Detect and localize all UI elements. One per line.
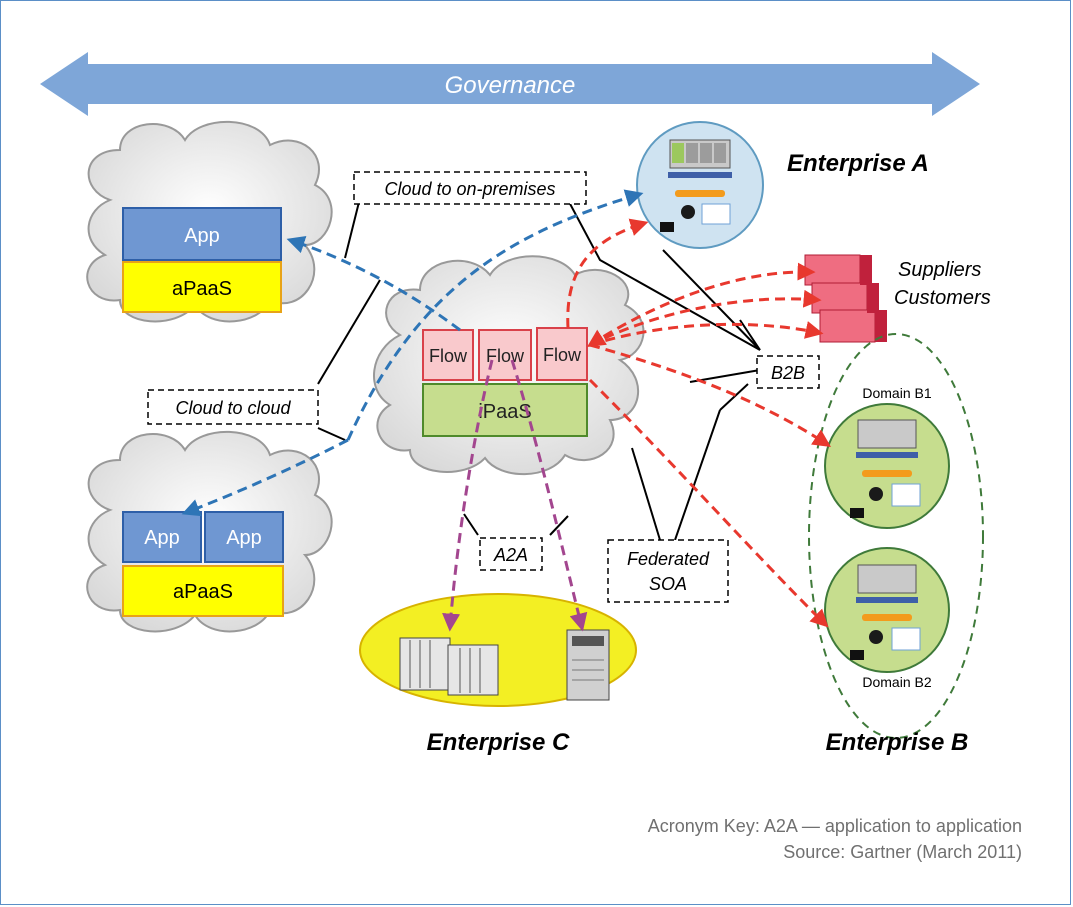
connector-soa-2 bbox=[674, 409, 721, 541]
arrow-flow-to-suppliers bbox=[586, 262, 816, 347]
purple-dashed-arrows bbox=[442, 359, 588, 632]
ipaas-stack: Flow Flow Flow iPaaS bbox=[422, 327, 588, 437]
enterprise-a-label: Enterprise A bbox=[787, 150, 929, 177]
app-left-label: App bbox=[144, 527, 180, 549]
arrow-flow-to-domain-b2 bbox=[588, 378, 829, 628]
flow-3-label: Flow bbox=[543, 345, 582, 365]
connector-soa-1 bbox=[631, 447, 661, 541]
ipaas-label: iPaaS bbox=[478, 401, 531, 423]
arrow-flow-to-mainframe bbox=[442, 359, 494, 632]
enterprise-b-ring bbox=[808, 333, 984, 739]
cloud-to-cloud-label: Cloud to cloud bbox=[175, 398, 291, 418]
gear-icon bbox=[869, 487, 883, 501]
arrow-flow-to-server-stack bbox=[589, 321, 824, 347]
arrow-to-app-bottom bbox=[181, 438, 349, 517]
mainframe-icon bbox=[399, 637, 499, 696]
federated-soa-line1: Federated bbox=[627, 549, 710, 569]
connector-cloud-down bbox=[317, 427, 346, 441]
governance-label: Governance bbox=[445, 72, 576, 99]
suppliers-label: Suppliers bbox=[898, 259, 981, 281]
arrow-flow-to-app-top bbox=[286, 236, 461, 332]
app-right-label: App bbox=[226, 527, 262, 549]
service-bus-icon bbox=[675, 190, 725, 197]
connector-onprem-left bbox=[344, 197, 361, 259]
a2a-label: A2A bbox=[493, 545, 528, 565]
gear-icon bbox=[869, 630, 883, 644]
flow-box-1 bbox=[422, 329, 474, 381]
enterprise-a-node: Enterprise A bbox=[636, 121, 929, 249]
arrow-flow-to-enterprise-a bbox=[566, 218, 649, 329]
app-box bbox=[122, 207, 282, 261]
device-icon bbox=[660, 222, 674, 232]
arrow-flow-to-domain-b1 bbox=[589, 343, 832, 447]
app-box-right bbox=[204, 511, 284, 563]
arrow-flow-to-server-tower bbox=[510, 359, 588, 632]
domain-b1-label: Domain B1 bbox=[862, 385, 931, 401]
domain-b2-label: Domain B2 bbox=[862, 674, 931, 690]
flow-1-label: Flow bbox=[429, 346, 468, 366]
label-cloud-to-cloud: Cloud to cloud bbox=[147, 389, 319, 425]
red-dashed-arrows bbox=[566, 218, 832, 628]
customers-label: Customers bbox=[894, 287, 991, 309]
b2b-label: B2B bbox=[771, 363, 805, 383]
server-rack-icon bbox=[857, 419, 917, 449]
label-b2b: B2B bbox=[756, 355, 820, 389]
label-cloud-to-onprem: Cloud to on-premises bbox=[353, 171, 587, 205]
apaas-label: aPaaS bbox=[172, 278, 232, 300]
flow-box-2 bbox=[478, 329, 532, 381]
document-icon bbox=[701, 203, 731, 225]
connector-cloud-up bbox=[317, 279, 381, 385]
flow-box-3 bbox=[536, 327, 588, 381]
flow-2-label: Flow bbox=[486, 346, 525, 366]
enterprise-c-label: Enterprise C bbox=[427, 729, 570, 756]
suppliers-customers-node: Suppliers Customers bbox=[804, 254, 991, 343]
app-box-left bbox=[122, 511, 202, 563]
document-icon bbox=[891, 627, 921, 651]
source-credit: Source: Gartner (March 2011) bbox=[783, 842, 1022, 862]
connector-a2a-left bbox=[463, 513, 479, 536]
connector-a2a-right bbox=[549, 515, 569, 536]
governance-arrow: Governance bbox=[40, 52, 980, 116]
server-stack-icon bbox=[804, 254, 887, 343]
apaas-box bbox=[122, 261, 282, 313]
document-icon bbox=[891, 483, 921, 507]
server-rack-icon bbox=[857, 564, 917, 594]
app-label: App bbox=[184, 225, 220, 247]
ipaas-box bbox=[422, 383, 588, 437]
server-tower-icon bbox=[566, 629, 610, 701]
connector-b2b-4 bbox=[719, 383, 749, 411]
apaas-bottom-label: aPaaS bbox=[173, 581, 233, 603]
arrow-flow-to-customers bbox=[589, 289, 822, 347]
enterprise-c-node: Enterprise C bbox=[359, 593, 637, 756]
app-stack-bottom: App App aPaaS bbox=[122, 511, 284, 617]
app-stack-top: App aPaaS bbox=[122, 207, 282, 313]
apaas-box-bottom bbox=[122, 565, 284, 617]
label-a2a: A2A bbox=[479, 537, 543, 571]
label-federated-soa: Federated SOA bbox=[607, 539, 729, 603]
cloud-to-onprem-label: Cloud to on-premises bbox=[384, 179, 555, 199]
enterprise-b-label: Enterprise B bbox=[826, 729, 969, 756]
federated-soa-line2: SOA bbox=[649, 574, 687, 594]
blue-dashed-arrows bbox=[181, 189, 644, 517]
enterprise-a-circle bbox=[636, 121, 764, 249]
gear-icon bbox=[681, 205, 695, 219]
acronym-key: Acronym Key: A2A — application to applic… bbox=[648, 816, 1022, 836]
arrow-cloud-to-enterprise-a bbox=[346, 189, 644, 441]
enterprise-b-node: Domain B1 Domain B2 Enterprise B bbox=[808, 333, 984, 756]
